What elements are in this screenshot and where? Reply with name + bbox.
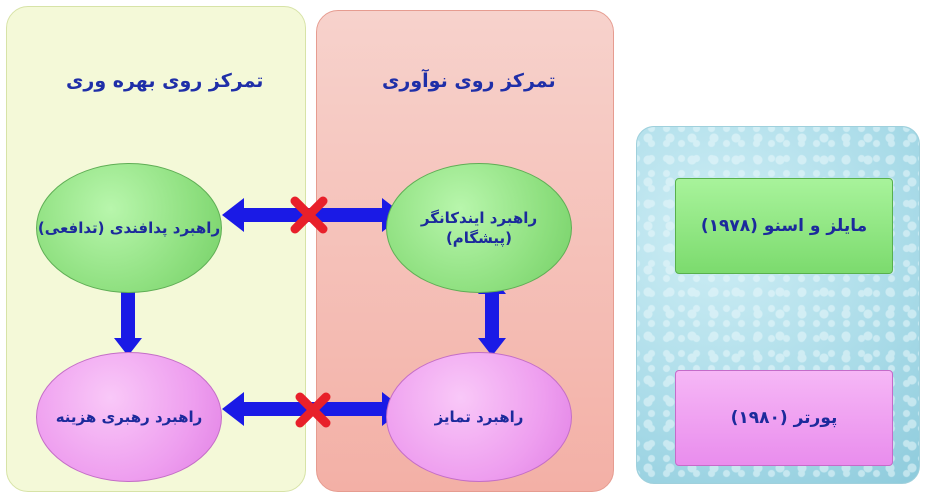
differentiation-strategy-node: راهبرد تمایز [386, 352, 572, 482]
innovation-focus-title: تمرکز روی نوآوری [382, 70, 556, 92]
prospector-strategy-node: راهبرد ایندکانگر (پیشگام) [386, 163, 572, 293]
cross-top-icon [290, 196, 328, 234]
cross-bottom-icon [295, 392, 331, 428]
cost-leadership-strategy-node: راهبرد رهبری هزینه [36, 352, 222, 482]
porter-source-box: پورتر (۱۹۸۰) [675, 370, 893, 466]
efficiency-focus-title: تمرکز روی بهره وری [66, 70, 264, 92]
miles-snow-source-box: مایلز و اسنو (۱۹۷۸) [675, 178, 893, 274]
defensive-strategy-node: راهبرد پدافندی (تدافعی) [36, 163, 222, 293]
